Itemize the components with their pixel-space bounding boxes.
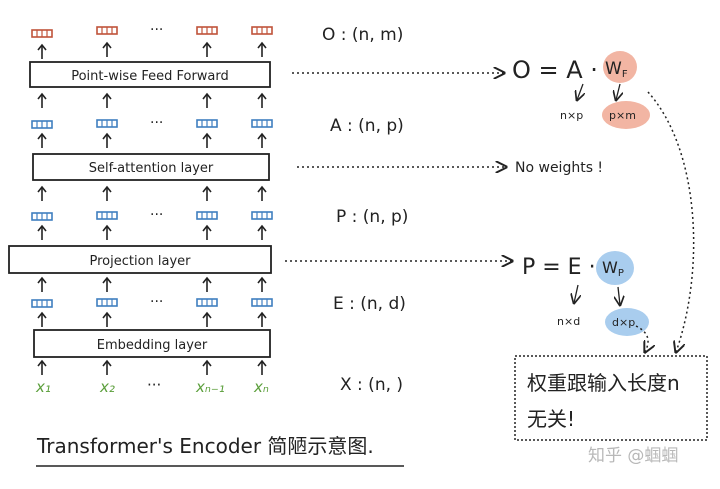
attention-vector	[31, 120, 53, 129]
shape-a: A : (n, p)	[330, 116, 404, 136]
e-dim: n×d	[557, 315, 580, 328]
equation-p-lhs: P = E ·	[522, 255, 596, 280]
shape-labels: O : (n, m) A : (n, p) P : (n, p) E : (n,…	[322, 25, 408, 395]
shape-x: X : (n, )	[340, 375, 403, 395]
wf-dim-arrow	[616, 83, 620, 100]
shape-p: P : (n, p)	[336, 207, 408, 227]
attention-layer-label: Self-attention layer	[89, 161, 214, 176]
arrows-row-1	[37, 42, 267, 60]
embedding-vector	[251, 298, 273, 307]
shape-o: O : (n, m)	[322, 25, 403, 45]
wp-dim-arrow	[618, 286, 620, 305]
output-vector	[96, 26, 118, 35]
arrows-row-4	[37, 186, 267, 202]
input-tokens: x₁ x₂ ··· xₙ₋₁ xₙ	[35, 376, 269, 396]
wp-highlight	[596, 251, 634, 285]
wf-to-note-arrow	[647, 91, 695, 352]
equation-o-lhs: O = A ·	[512, 56, 598, 84]
arrows-row-7	[37, 312, 267, 328]
output-vector	[196, 26, 218, 35]
projection-layer-box	[8, 245, 272, 274]
input-x2: x₂	[99, 378, 115, 396]
note-box	[514, 355, 708, 441]
attention-vector	[251, 119, 273, 128]
watermark: 知乎 @蝈蝈	[588, 446, 678, 466]
embedding-layer-box	[33, 329, 271, 358]
attention-vector	[96, 119, 118, 128]
arrows-row-2	[37, 93, 267, 109]
a-dim: n×p	[560, 109, 583, 122]
equation-o-weight: WF	[605, 59, 628, 80]
projection-vector	[251, 211, 273, 220]
output-vector	[251, 26, 273, 35]
projection-vector	[96, 211, 118, 220]
wf-dim-highlight	[602, 101, 650, 129]
projection-vector	[31, 212, 53, 221]
wf-highlight	[603, 51, 637, 83]
note-line-1: 权重跟输入长度n	[527, 371, 680, 395]
wp-dim-highlight	[605, 308, 649, 336]
ellipsis: ···	[150, 22, 163, 38]
embedding-vector	[196, 298, 218, 307]
embedding-vector	[31, 299, 53, 308]
ffn-layer-box	[29, 61, 271, 88]
attention-layer-box	[32, 153, 270, 181]
arrows-row-5	[37, 225, 267, 241]
ellipsis: ···	[147, 376, 161, 394]
embedding-layer-label: Embedding layer	[97, 338, 208, 353]
input-xn: xₙ	[253, 378, 269, 396]
attention-vector	[196, 119, 218, 128]
arrows-row-3	[37, 133, 267, 149]
e-dim-arrow	[574, 284, 578, 303]
footer-caption: Transformer's Encoder 简陋示意图.	[36, 434, 374, 458]
ffn-layer-label: Point-wise Feed Forward	[71, 69, 229, 84]
wf-dim: p×m	[609, 109, 636, 122]
input-xn-1: xₙ₋₁	[195, 378, 225, 396]
projection-layer-label: Projection layer	[89, 254, 191, 269]
ellipsis: ···	[150, 207, 163, 223]
equation-p-weight: WP	[602, 258, 624, 279]
attention-no-weights: No weights !	[515, 160, 603, 176]
wp-dim: d×p	[612, 316, 635, 329]
arrows-row-8	[37, 360, 267, 376]
projection-vector	[196, 211, 218, 220]
ellipsis: ···	[150, 294, 163, 310]
a-dim-arrow	[577, 83, 583, 100]
shape-e: E : (n, d)	[333, 294, 406, 314]
ellipsis: ···	[150, 115, 163, 131]
input-x1: x₁	[35, 378, 51, 396]
output-vector	[31, 29, 53, 38]
arrows-row-6	[37, 277, 267, 293]
embedding-vector	[96, 298, 118, 307]
note-line-2: 无关!	[527, 407, 575, 431]
